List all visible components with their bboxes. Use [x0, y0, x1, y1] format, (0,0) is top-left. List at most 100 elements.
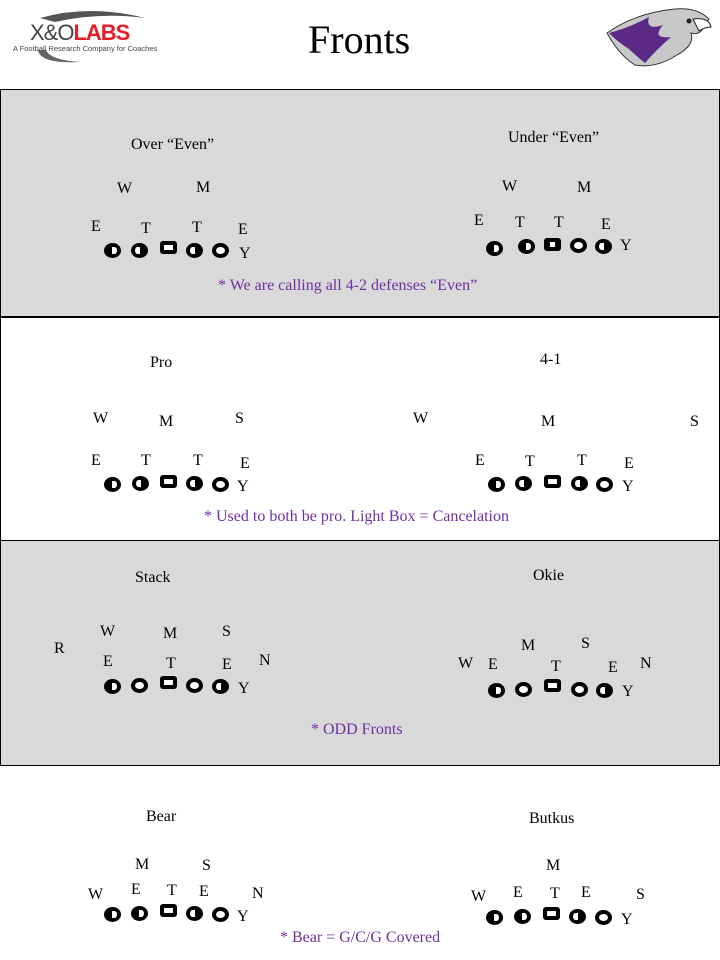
center-symbol [544, 475, 561, 488]
logo-text-accent: LABS [73, 20, 130, 45]
center-symbol [544, 238, 561, 251]
even-fronts-panel [0, 89, 720, 318]
player-label: E [91, 452, 101, 469]
player-label: W [413, 410, 429, 427]
player-label: Y [239, 245, 251, 262]
lineman-symbol [515, 682, 532, 697]
lineman-symbol [569, 909, 586, 924]
player-label: N [252, 885, 264, 902]
player-label: M [159, 413, 174, 430]
player-label: T [166, 655, 176, 672]
player-label: M [163, 625, 178, 642]
player-label: R [54, 640, 65, 657]
front-title: Butkus [529, 810, 575, 827]
note-even: * We are calling all 4-2 defenses “Even” [218, 277, 478, 294]
player-label: E [601, 216, 611, 233]
player-label: E [131, 881, 141, 898]
player-label: Y [622, 683, 634, 700]
player-label: E [103, 653, 113, 670]
center-symbol [544, 679, 561, 692]
player-label: E [199, 883, 209, 900]
player-label: T [141, 220, 151, 237]
lineman-symbol [186, 906, 203, 921]
lineman-symbol [104, 679, 121, 694]
front-title: Pro [150, 354, 173, 371]
lineman-symbol [131, 678, 148, 693]
player-label: E [624, 455, 634, 472]
center-symbol [160, 904, 177, 917]
player-label: N [640, 655, 652, 672]
player-label: W [502, 178, 518, 195]
lineman-symbol [131, 243, 148, 258]
player-label: W [471, 888, 487, 905]
player-label: T [525, 453, 535, 470]
player-label: S [636, 886, 645, 903]
player-label: S [581, 635, 590, 652]
center-symbol [160, 241, 177, 254]
player-label: M [577, 179, 592, 196]
player-label: W [100, 623, 116, 640]
player-label: E [222, 656, 232, 673]
xo-labs-logo: X&OLABS A Football Research Company for … [10, 6, 165, 66]
lineman-symbol [212, 243, 229, 258]
lineman-symbol [515, 476, 532, 491]
lineman-symbol [131, 906, 148, 921]
player-label: E [488, 656, 498, 673]
player-label: Y [237, 908, 249, 925]
lineman-symbol [518, 239, 535, 254]
player-label: T [554, 214, 564, 231]
player-label: T [515, 214, 525, 231]
player-label: E [238, 221, 248, 238]
player-label: Y [620, 237, 632, 254]
lineman-symbol [212, 477, 229, 492]
note-pro: * Used to both be pro. Light Box = Cance… [204, 508, 509, 525]
odd-fronts-panel [0, 540, 720, 766]
lineman-symbol [486, 910, 503, 925]
front-title: Okie [533, 567, 565, 584]
lineman-symbol [212, 907, 229, 922]
lineman-symbol [104, 907, 121, 922]
player-label: E [581, 884, 591, 901]
lineman-symbol [570, 238, 587, 253]
player-label: T [551, 658, 561, 675]
note-bear: * Bear = G/C/G Covered [280, 929, 441, 946]
player-label: Y [238, 680, 250, 697]
player-label: N [259, 652, 271, 669]
player-label: M [521, 637, 536, 654]
lineman-symbol [104, 477, 121, 492]
lineman-symbol [212, 679, 229, 694]
player-label: T [167, 882, 177, 899]
lineman-symbol [595, 239, 612, 254]
logo-tagline: A Football Research Company for Coaches [13, 44, 158, 53]
player-label: Y [622, 478, 634, 495]
player-label: T [193, 452, 203, 469]
player-label: M [541, 413, 556, 430]
player-label: S [690, 413, 699, 430]
lineman-symbol [488, 477, 505, 492]
lineman-symbol [596, 477, 613, 492]
page-title: Fronts [308, 17, 411, 62]
lineman-symbol [571, 682, 588, 697]
player-label: S [202, 857, 211, 874]
player-label: S [222, 623, 231, 640]
front-title: Over “Even” [131, 136, 215, 153]
lineman-symbol [186, 678, 203, 693]
note-odd: * ODD Fronts [311, 721, 403, 738]
lineman-symbol [514, 909, 531, 924]
center-symbol [160, 475, 177, 488]
player-label: E [91, 218, 101, 235]
lineman-symbol [571, 476, 588, 491]
front-title: Bear [146, 808, 177, 825]
player-label: E [475, 452, 485, 469]
player-label: E [608, 659, 618, 676]
player-label: W [458, 655, 474, 672]
front-title: Stack [135, 569, 171, 586]
player-label: E [474, 212, 484, 229]
center-symbol [543, 907, 560, 920]
logo-swoosh-icon [38, 11, 145, 63]
eagle-mascot-icon [606, 8, 712, 67]
player-label: W [117, 180, 133, 197]
player-label: T [141, 452, 151, 469]
lineman-symbol [186, 243, 203, 258]
lineman-symbol [488, 683, 505, 698]
